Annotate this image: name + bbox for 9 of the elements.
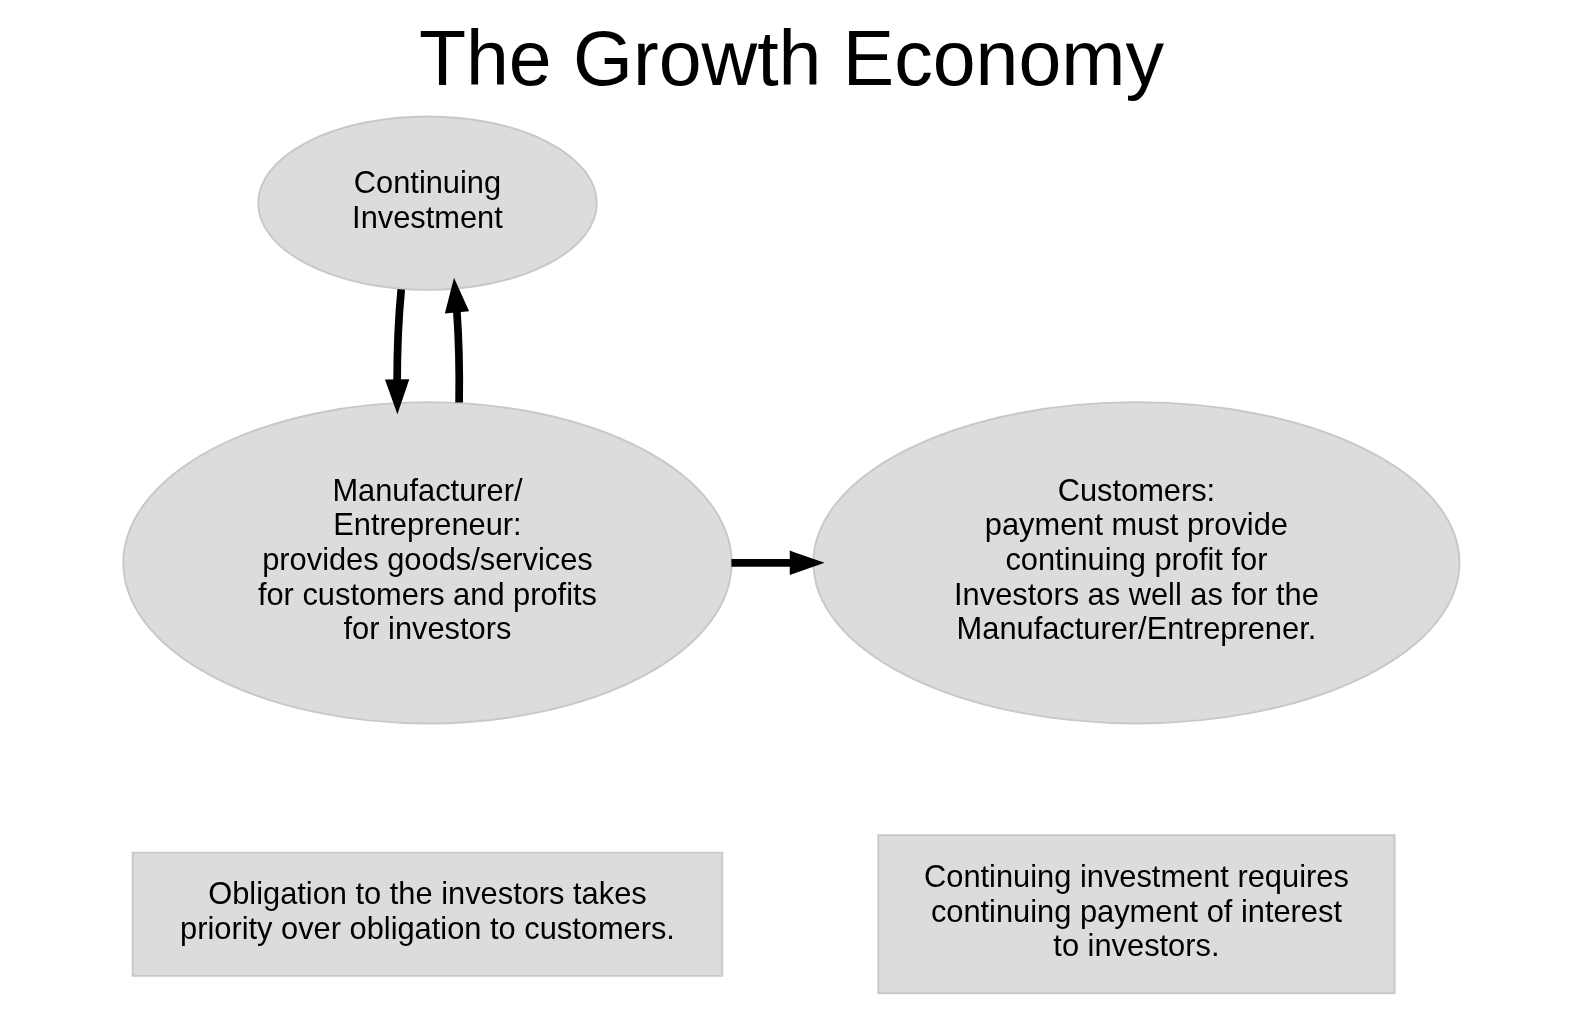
arrow bbox=[731, 550, 825, 575]
node-ellipse: Customers: payment must provide continuing profit for Investors as well as for the Manufacturer/Entreprener. bbox=[812, 401, 1461, 725]
node-box: Continuing investment requires continuing payment of interest to investors. bbox=[877, 834, 1396, 995]
diagram-title: The Growth Economy bbox=[418, 15, 1165, 102]
node-box: Obligation to the investors takes priority over obligation to customers. bbox=[131, 851, 724, 977]
node-ellipse: Continuing Investment bbox=[257, 115, 598, 291]
arrow bbox=[384, 289, 410, 415]
arrow bbox=[444, 277, 470, 403]
node-ellipse: Manufacturer/ Entrepreneur: provides goods/services for customers and profits for investors bbox=[122, 401, 733, 725]
